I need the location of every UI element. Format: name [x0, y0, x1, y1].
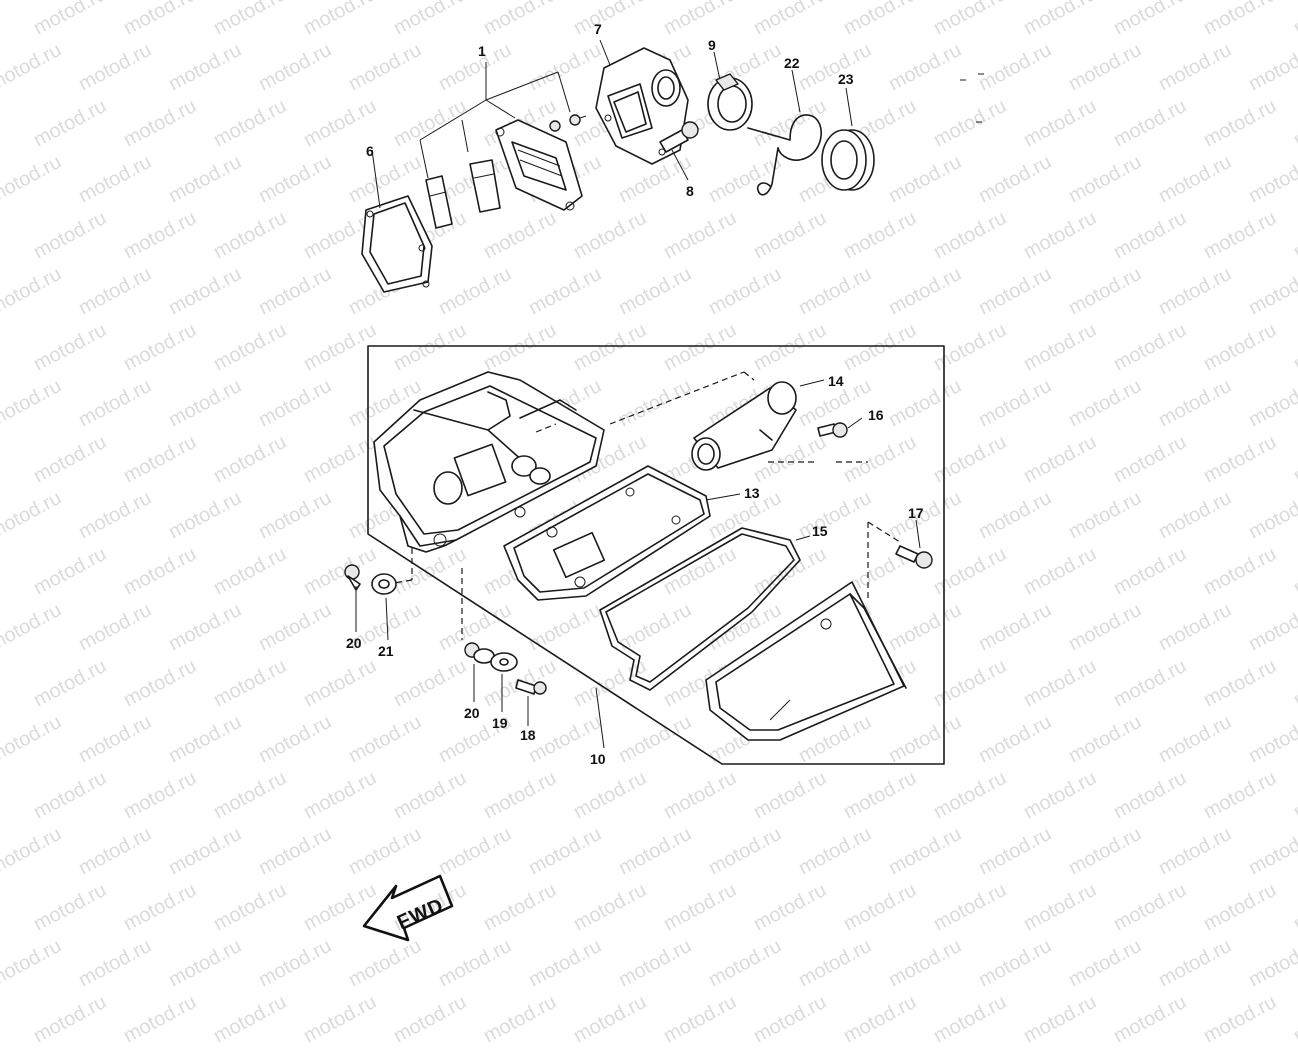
- callout-6: 6: [366, 143, 374, 159]
- watermark-text: motod.ru: [210, 990, 291, 1048]
- callout-15: 15: [812, 523, 828, 539]
- watermark-text: motod.ru: [480, 990, 561, 1048]
- intake-manifold-7: [595, 39, 689, 165]
- rubber-ring-23: [821, 87, 875, 191]
- watermark-text: motod.ru: [300, 990, 381, 1048]
- watermark-text: motod.ru: [750, 990, 831, 1048]
- callout-14: 14: [828, 373, 844, 389]
- diagram-drawing: [344, 39, 984, 942]
- callout-1: 1: [478, 43, 486, 59]
- watermark-text: motod.ru: [30, 990, 111, 1048]
- callout-22: 22: [784, 55, 800, 71]
- callout-19: 19: [492, 715, 508, 731]
- airbox-cover: [705, 581, 907, 741]
- reed-valve-group-leaders: [419, 62, 571, 179]
- watermark-text: motod.ru: [840, 990, 921, 1048]
- callout-20b: 20: [464, 705, 480, 721]
- airbox-case: [373, 371, 605, 553]
- callout-8: 8: [686, 183, 694, 199]
- watermark-text: motod.ru: [390, 990, 471, 1048]
- spring-clip-22: [747, 69, 822, 196]
- screw-17: [895, 519, 933, 569]
- callout-9: 9: [708, 37, 716, 53]
- reed-valve-block: [495, 114, 587, 211]
- watermark-text: motod.ru: [570, 990, 651, 1048]
- assembly-frame-10: [367, 345, 945, 765]
- callout-17: 17: [908, 505, 924, 521]
- watermark-text: motod.ru: [660, 990, 741, 1048]
- bolt-8: [659, 121, 699, 181]
- filter-element-13: [503, 465, 741, 601]
- fasteners-18-19-20: [464, 642, 547, 726]
- callout-21: 21: [378, 643, 394, 659]
- gasket-6: [361, 149, 433, 293]
- callout-7: 7: [594, 21, 602, 37]
- grommet-20-21: [344, 564, 397, 641]
- reed-petals: [425, 159, 501, 229]
- callout-13: 13: [744, 485, 760, 501]
- callout-23: 23: [838, 71, 854, 87]
- watermark-text: motod.ru: [1110, 990, 1191, 1048]
- callout-10: 10: [590, 751, 606, 767]
- clamp-9: [707, 51, 753, 131]
- fwd-arrow-icon: [362, 874, 454, 942]
- gasket-15: [599, 527, 811, 691]
- callout-18: 18: [520, 727, 536, 743]
- watermark-text: motod.ru: [1020, 990, 1101, 1048]
- callout-20a: 20: [346, 635, 362, 651]
- watermark-text: motod.ru: [120, 990, 201, 1048]
- watermark-text: motod.ru: [1200, 990, 1281, 1048]
- callout-16: 16: [868, 407, 884, 423]
- intake-duct-14: [691, 379, 825, 471]
- watermark-text: motod.ru: [1290, 990, 1298, 1048]
- watermark-text: motod.ru: [930, 990, 1011, 1048]
- screw-16: [817, 417, 863, 438]
